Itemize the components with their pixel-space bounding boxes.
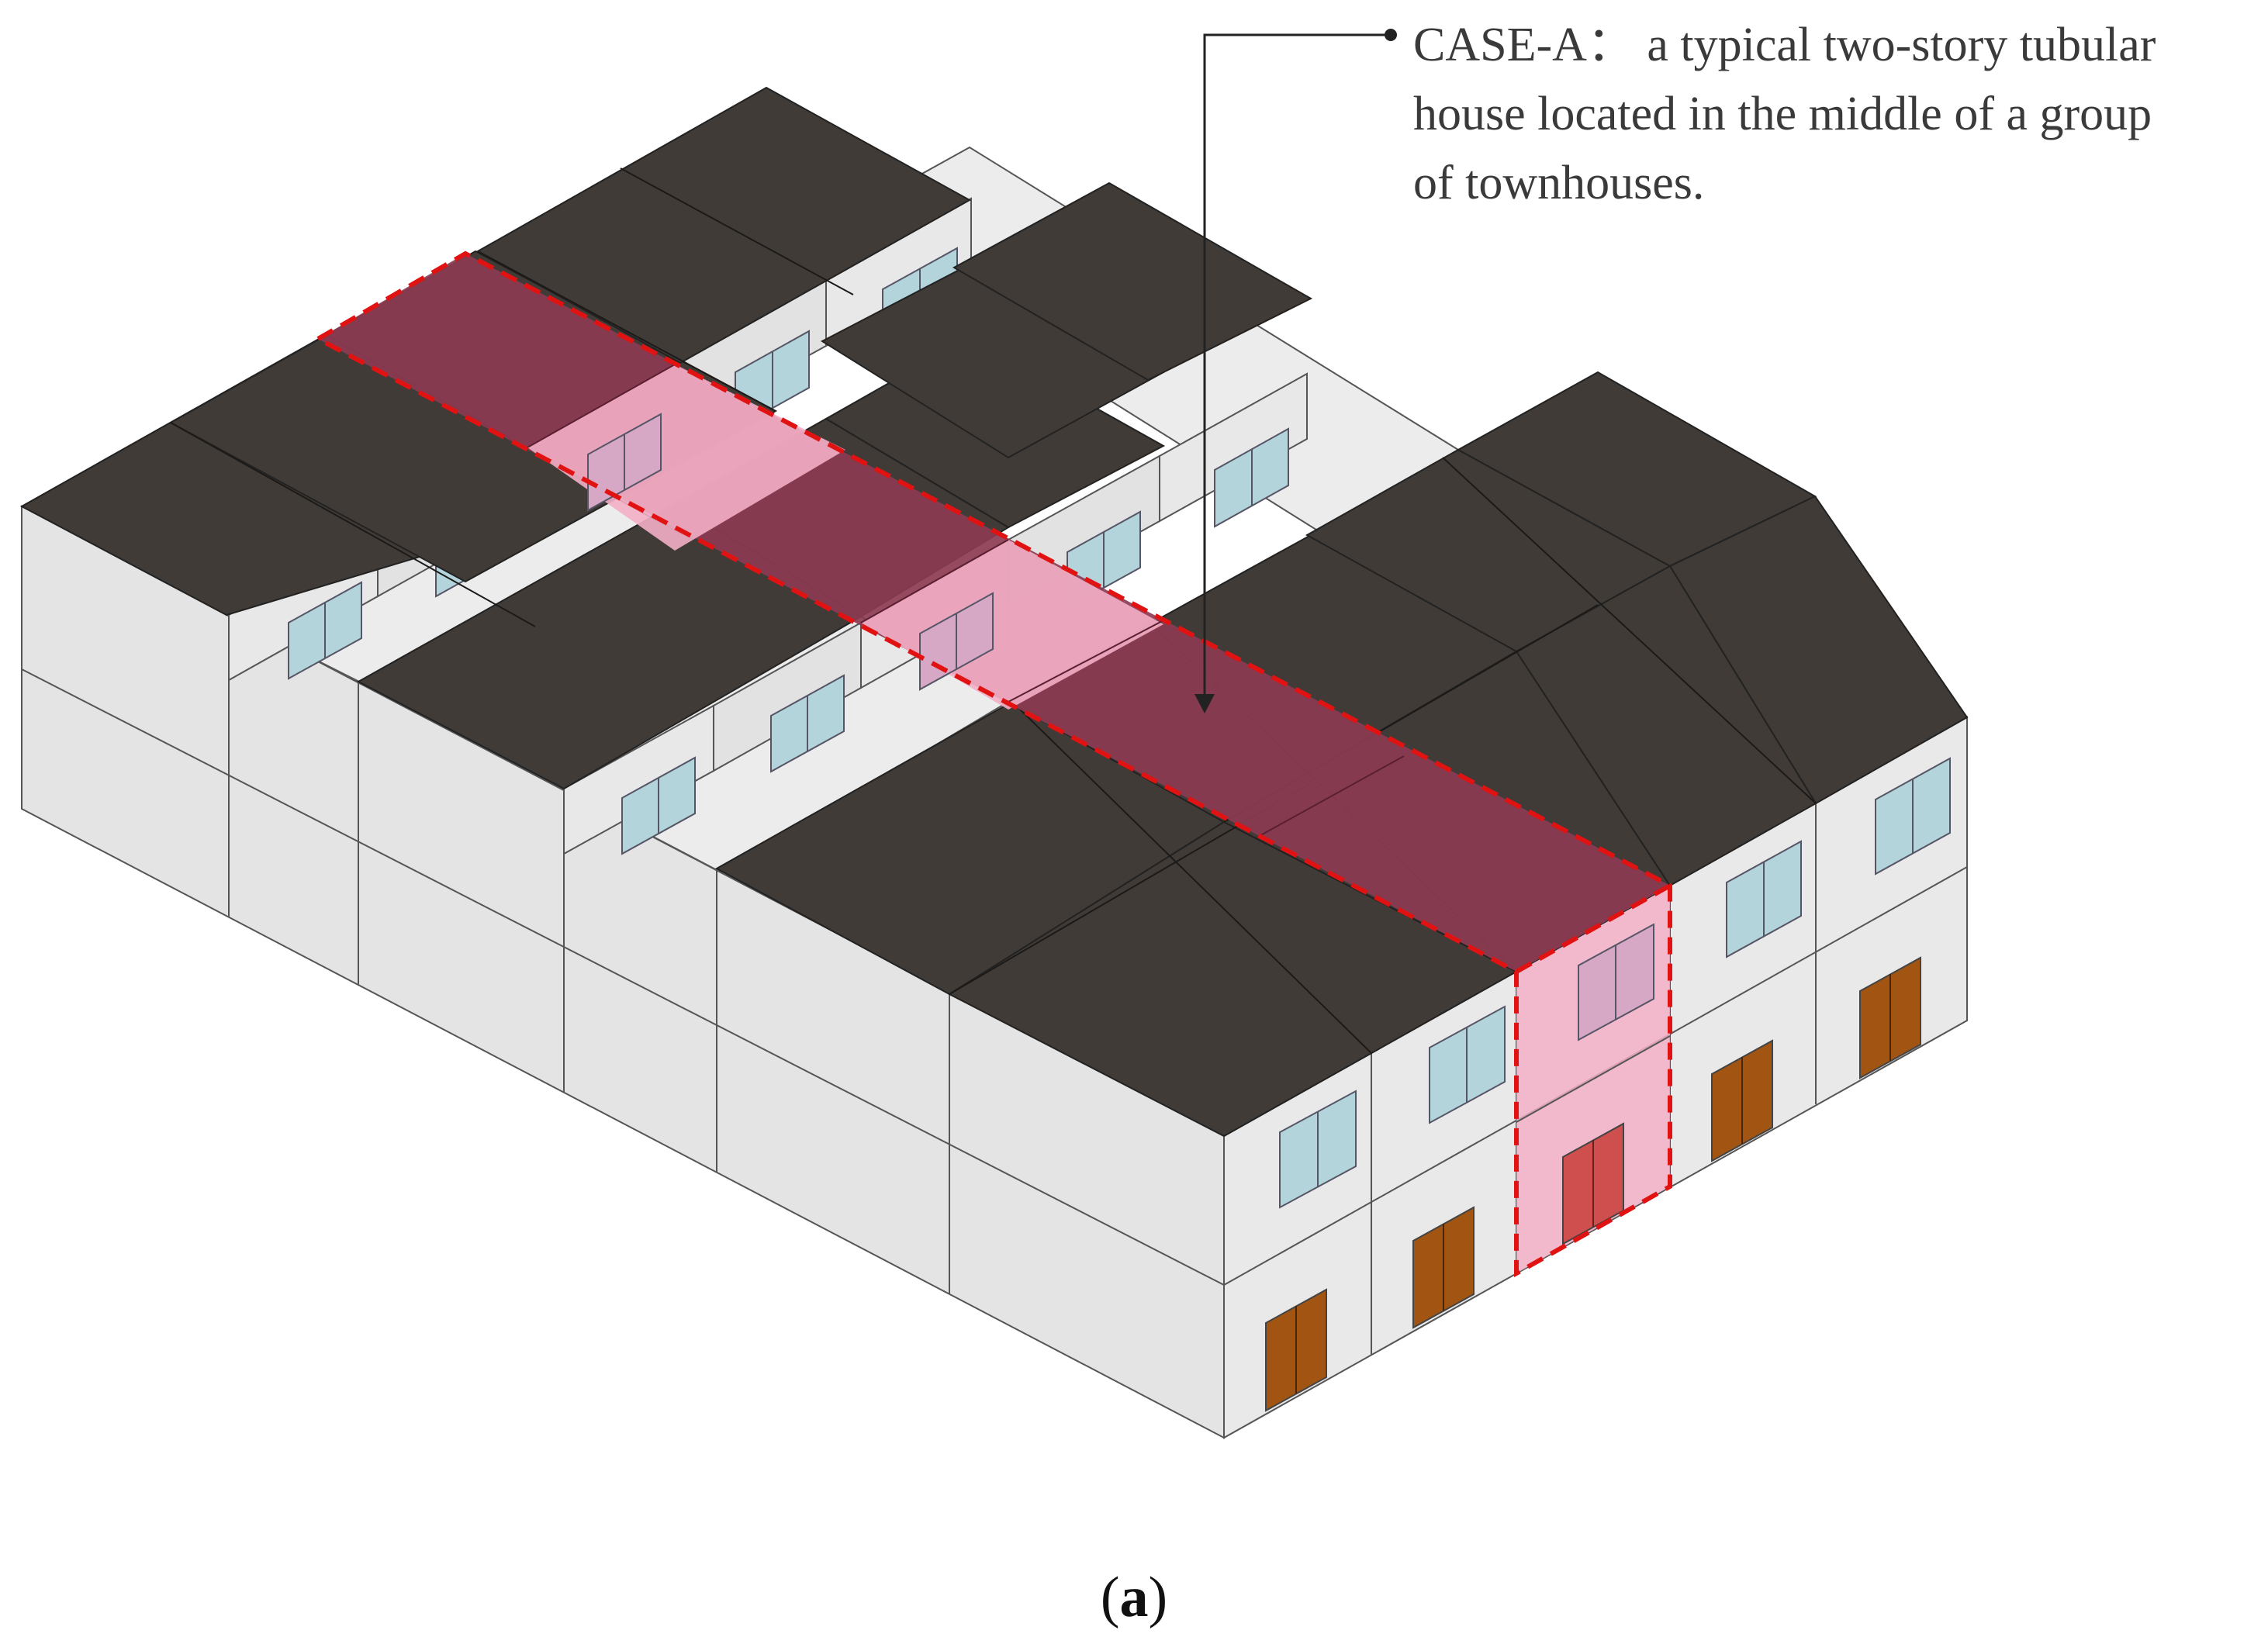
window (1279, 1090, 1357, 1209)
window (587, 413, 662, 512)
arrow-head-icon (1195, 694, 1215, 713)
window (621, 756, 696, 855)
roof (475, 86, 972, 364)
roofs (19, 86, 1969, 1138)
window (288, 581, 362, 680)
right-facade (1223, 716, 1968, 1439)
annotation-line-3: of townhouses. (1413, 157, 1705, 209)
annotation-line-2: house located in the middle of a group (1413, 88, 2152, 140)
window (1214, 427, 1289, 528)
case-a-highlight (316, 250, 1672, 1278)
window (1578, 923, 1654, 1041)
window (1726, 840, 1802, 958)
window (1875, 757, 1951, 876)
leader-line-icon (1203, 33, 1391, 702)
dashed-outline (316, 250, 1672, 1278)
window (770, 674, 845, 773)
caption-close: ) (1148, 1566, 1168, 1629)
window (1429, 1005, 1506, 1124)
front-floor-line (21, 668, 1225, 1286)
door (1711, 1039, 1773, 1162)
caption-open: ( (1100, 1566, 1120, 1629)
roof (952, 181, 1313, 382)
door (1265, 1288, 1327, 1412)
case-a-annotation: CASE-A： a typical two-story tubular hous… (1413, 11, 2266, 218)
door (1412, 1206, 1475, 1329)
leader-dot-icon (1385, 29, 1397, 41)
figure-caption: (a) (0, 1565, 2268, 1631)
caption-letter: a (1119, 1566, 1149, 1629)
annotation-line-1: CASE-A： a typical two-story tubular (1413, 19, 2156, 71)
door (1859, 956, 1921, 1079)
